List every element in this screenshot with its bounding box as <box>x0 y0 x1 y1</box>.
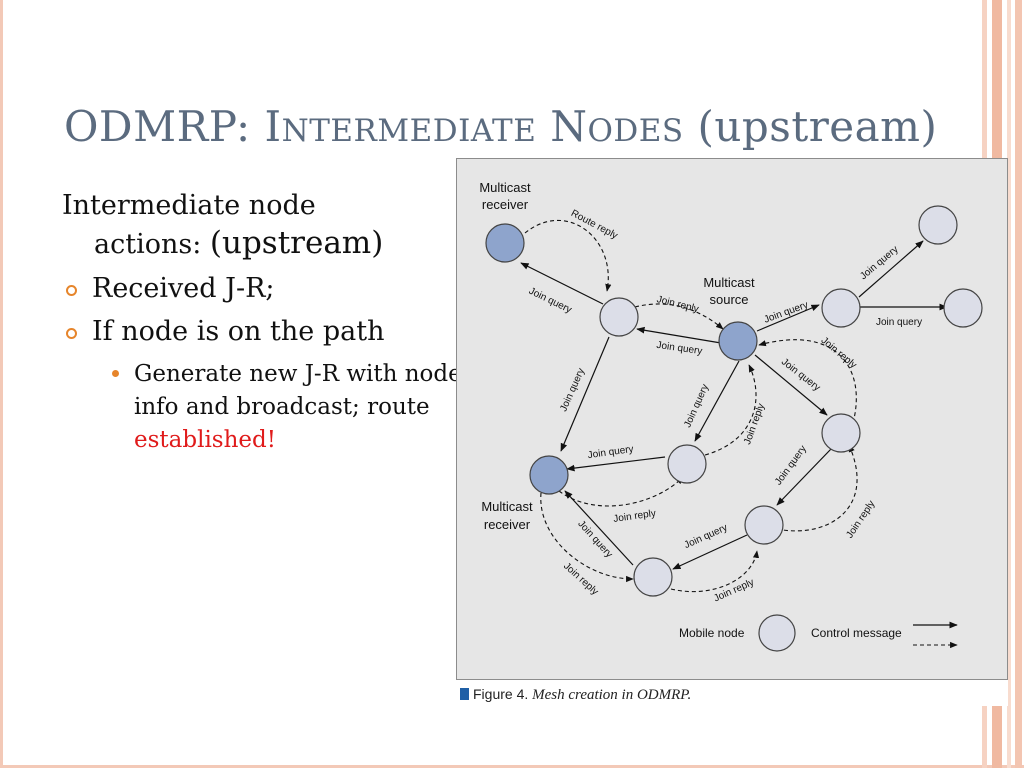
label-receiver-bottom-1: Multicast <box>481 499 533 514</box>
edge-label-a-s: Join reply <box>656 294 700 315</box>
legend-node-label: Mobile node <box>679 626 745 640</box>
mesh-diagram: Multicast receiver Multicast source Mult… <box>479 180 983 652</box>
label-source-2: source <box>709 292 748 307</box>
bullet-received-jr: Received J-R; <box>66 271 492 306</box>
figure-caption: Figure 4. Mesh creation in ODMRP. <box>460 686 691 704</box>
intro-line-2: actions: (upstream) <box>94 223 492 263</box>
edge-label-s-a: Join query <box>656 340 703 357</box>
dash-b-to-source <box>704 364 757 456</box>
slide-body: Intermediate node actions: (upstream) Re… <box>62 188 492 458</box>
arrow-source-to-b <box>694 360 740 442</box>
intro-line-2-text: actions: <box>94 229 210 261</box>
dash-a-to-source <box>634 303 724 330</box>
figure-panel: Multicast receiver Multicast source Mult… <box>456 158 1008 680</box>
edge-label-route-reply: Route reply <box>569 208 619 242</box>
arrow-source-to-a <box>636 326 722 344</box>
dash-receiver-top-to-a <box>524 219 612 292</box>
title-rest-1: NTERMEDIATE <box>281 113 537 149</box>
node-e <box>633 557 673 597</box>
dash-c-to-source <box>758 339 857 424</box>
node-c <box>821 413 861 453</box>
figure: Multicast receiver Multicast source Mult… <box>456 158 1008 706</box>
dash-receiver-bottom-to-e <box>540 492 634 583</box>
edge-label-a-rt: Join query <box>527 286 573 316</box>
slide-title: ODMRP: INTERMEDIATE NODES (upstream) <box>64 102 937 151</box>
edge-label-e-rb: Join query <box>575 519 614 561</box>
bullet-on-path: If node is on the path <box>66 314 492 349</box>
edge-label-rb-e: Join reply <box>561 561 600 598</box>
label-source-1: Multicast <box>703 275 755 290</box>
legend-message-label: Control message <box>811 626 902 640</box>
edge-label-b-rb: Join query <box>587 444 634 461</box>
legend-node <box>758 614 796 652</box>
arrow-source-to-f <box>756 304 820 332</box>
node-g <box>918 205 958 245</box>
label-receiver-bottom-2: receiver <box>484 517 531 532</box>
edge-label-s-f: Join query <box>763 300 810 326</box>
title-prefix: ODMRP: <box>64 102 265 151</box>
edge-label-a-rb: Join query <box>558 367 587 414</box>
edge-label-b-s: Join reply <box>742 402 767 446</box>
edge-label-d-c: Join reply <box>844 499 877 541</box>
dash-e-to-d <box>670 550 760 593</box>
edge-label-f-g: Join query <box>858 244 900 282</box>
arrow-b-to-receiver-bottom <box>566 456 666 472</box>
title-cap-1: I <box>264 102 282 151</box>
arrow-a-to-receiver-bottom <box>560 336 610 452</box>
label-receiver-top-1: Multicast <box>479 180 531 195</box>
label-receiver-top-2: receiver <box>482 197 529 212</box>
edge-label-f-h: Join query <box>876 317 922 328</box>
title-cap-2: N <box>550 102 588 151</box>
arrow-d-to-e <box>672 534 748 570</box>
edge-label-s-b: Join query <box>682 383 711 430</box>
edge-label-rb-b: Join reply <box>613 508 657 525</box>
title-rest-2: ODES <box>587 113 684 149</box>
node-receiver-bottom <box>529 455 569 495</box>
intro-line-1: Intermediate node <box>62 190 316 221</box>
node-receiver-top <box>485 223 525 263</box>
caption-text: Mesh creation in ODMRP. <box>532 687 692 703</box>
caption-label: Figure 4. <box>473 686 529 702</box>
stripe-3 <box>1007 0 1011 768</box>
arrow-a-to-receiver-top <box>520 262 604 305</box>
node-a <box>599 297 639 337</box>
arrow-f-to-g <box>858 240 924 298</box>
node-b <box>667 444 707 484</box>
title-suffix: (upstream) <box>697 102 938 151</box>
node-h <box>943 288 983 328</box>
stripe-4 <box>1015 0 1022 768</box>
arrow-source-to-c <box>754 354 828 416</box>
node-f <box>821 288 861 328</box>
edge-label-c-s: Join reply <box>819 335 859 371</box>
arrow-c-to-d <box>776 448 832 506</box>
edge-label-s-c: Join query <box>779 356 822 393</box>
node-d <box>744 505 784 545</box>
sub-bullet-generate: Generate new J-R with node info and broa… <box>112 358 492 458</box>
dash-receiver-bottom-to-b <box>558 476 684 507</box>
dash-d-to-c <box>776 444 858 532</box>
sub-bullet-highlight: established! <box>134 427 276 454</box>
arrow-e-to-receiver-bottom <box>564 490 634 566</box>
node-source <box>718 321 758 361</box>
intro-line-2-paren: (upstream) <box>209 225 384 262</box>
sub-bullet-text: Generate new J-R with node info and broa… <box>134 360 462 420</box>
edge-label-c-d: Join query <box>773 444 809 488</box>
caption-marker <box>460 688 469 700</box>
